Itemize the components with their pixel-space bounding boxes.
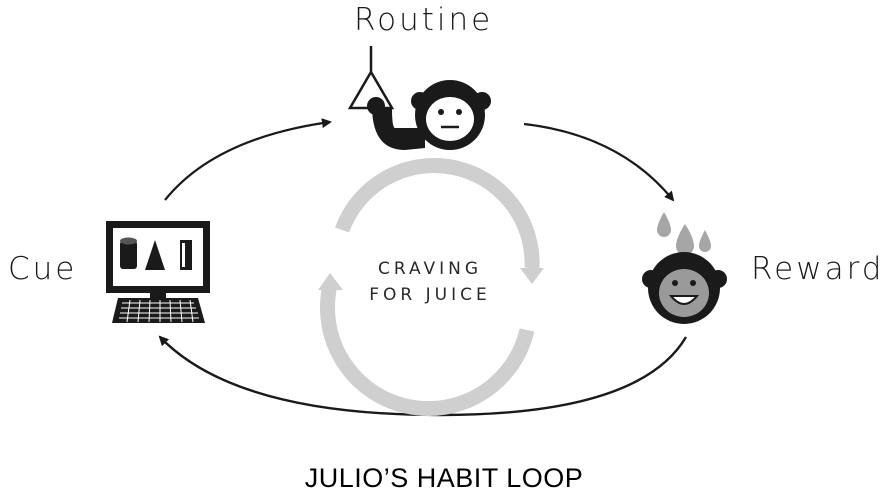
juice-drop-icon (676, 224, 694, 255)
diagram-caption: JULIO’S HABIT LOOP (304, 463, 584, 493)
cycle-arrows-icon (318, 158, 544, 417)
reward-label: Reward (751, 251, 885, 287)
craving-label-line1: CRAVING (377, 259, 483, 279)
computer-shapes-icon (106, 221, 210, 323)
arrow-cue-to-routine (164, 118, 332, 201)
monkey-pulling-lever-icon (347, 46, 491, 150)
routine-label: Routine (354, 2, 494, 38)
juice-drop-icon (699, 230, 711, 252)
craving-label-line2: FOR JUICE (369, 285, 491, 305)
cue-label: Cue (8, 251, 78, 287)
smiling-monkey-juice-drops-icon (642, 212, 727, 324)
juice-drop-icon (657, 212, 671, 237)
arrow-routine-to-reward (523, 122, 675, 202)
